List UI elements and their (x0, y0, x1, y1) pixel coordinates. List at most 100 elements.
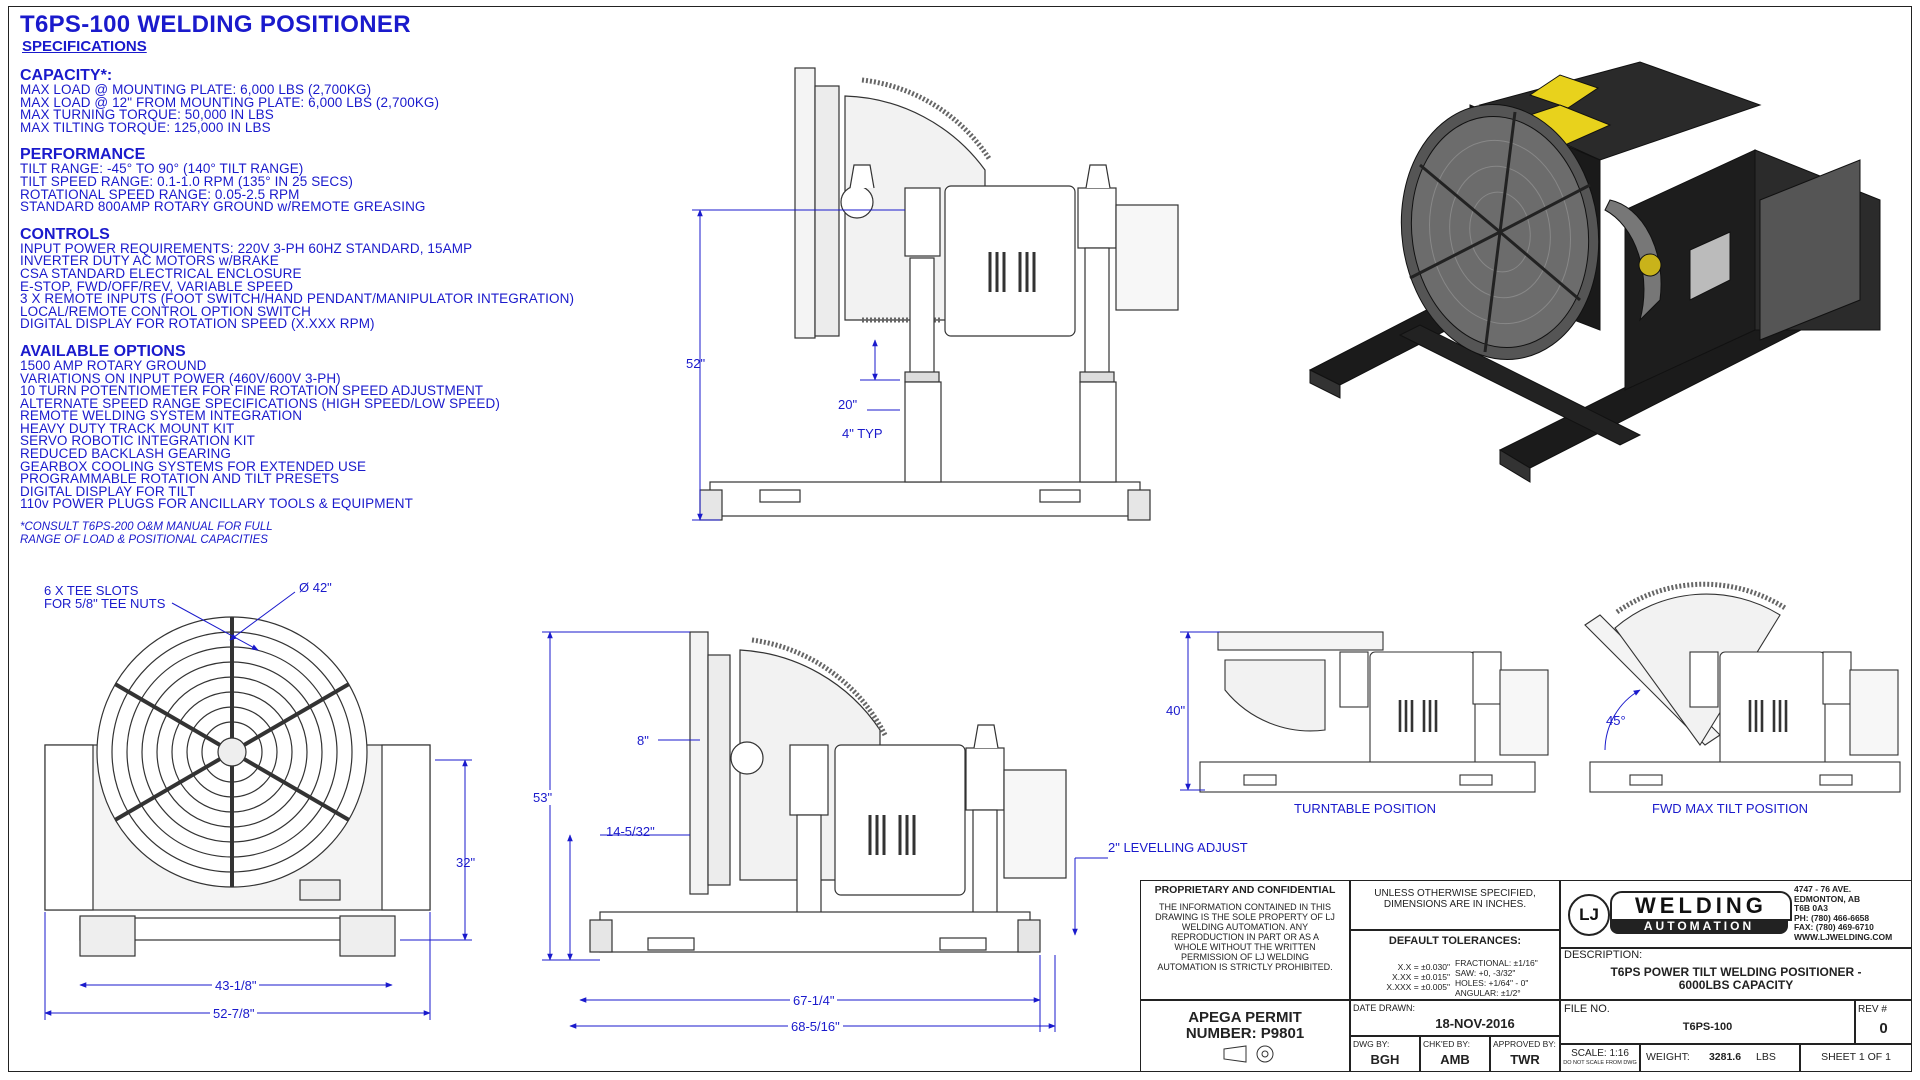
spec-line: PROGRAMMABLE ROTATION AND TILT PRESETS (20, 471, 340, 487)
spec-line: INVERTER DUTY AC MOTORS w/BRAKE (20, 253, 279, 269)
spec-line: LOCAL/REMOTE CONTROL OPTION SWITCH (20, 303, 311, 319)
dim-8: 8" (637, 733, 649, 748)
spec-line: VARIATIONS ON INPUT POWER (460V/600V 3-P… (20, 370, 341, 386)
apega-permit: APEGA PERMIT NUMBER: P9801 (1185, 1009, 1305, 1042)
side-view-bottom (589, 631, 1067, 953)
projection-symbol (1223, 1045, 1274, 1063)
turntable-position-label: TURNTABLE POSITION (1294, 801, 1437, 816)
capacity-note: *CONSULT T6PS-200 O&M MANUAL FOR FULL RA… (20, 521, 273, 546)
proprietary-text: THE INFORMATION CONTAINED IN THIS DRAWIN… (1155, 902, 1335, 972)
dim-20: 20" (838, 397, 858, 412)
logo-box (1560, 880, 1912, 948)
description-box (1560, 948, 1912, 1000)
sheet: SHEET 1 OF 1 (1821, 1051, 1891, 1063)
spec-section-heading: AVAILABLE OPTIONS (20, 342, 186, 360)
chk-label: CHK'ED BY: (1423, 1039, 1470, 1049)
do-not-scale: DO NOT SCALE FROM DWG (1563, 1060, 1637, 1066)
spec-line: DIGITAL DISPLAY FOR ROTATION SPEED (X.XX… (20, 316, 375, 332)
description: T6PS POWER TILT WELDING POSITIONER - 600… (1610, 965, 1862, 992)
spec-line: MAX LOAD @ 12" FROM MOUNTING PLATE: 6,00… (20, 94, 440, 110)
spec-line: 10 TURN POTENTIOMETER FOR FINE ROTATION … (20, 383, 484, 399)
isometric-render (1308, 61, 1881, 483)
dim-dia-42: Ø 42" (299, 580, 332, 595)
spec-line: MAX LOAD @ MOUNTING PLATE: 6,000 LBS (2,… (20, 82, 372, 97)
dimensions-front (44, 591, 472, 1020)
weight: 3281.6 (1708, 1051, 1742, 1063)
appr-label: APPROVED BY: (1493, 1039, 1556, 1049)
rev: 0 (1879, 1020, 1888, 1037)
title-block: PROPRIETARY AND CONFIDENTIAL THE INFORMA… (1140, 880, 1912, 1072)
drawing-frame (8, 6, 1912, 1072)
specifications-panel: T6PS-100 WELDING POSITIONER SPECIFICATIO… (20, 12, 680, 546)
weight-label: WEIGHT: (1646, 1051, 1690, 1063)
tolerance-fractional: FRACTIONAL: ±1/16" SAW: +0, -3/32" HOLES… (1455, 958, 1538, 998)
scale: SCALE: 1:16 (1571, 1048, 1629, 1059)
spec-line: 110v POWER PLUGS FOR ANCILLARY TOOLS & E… (20, 496, 413, 512)
spec-line: REMOTE WELDING SYSTEM INTEGRATION (20, 408, 303, 424)
spec-line: TILT SPEED RANGE: 0.1-1.0 RPM (135° IN 2… (20, 173, 353, 189)
dim-52: 52" (686, 356, 706, 371)
default-tolerances-heading: DEFAULT TOLERANCES: (1388, 935, 1522, 947)
logo-welding: WELDING (1610, 891, 1792, 921)
proprietary-heading: PROPRIETARY AND CONFIDENTIAL (1154, 884, 1336, 896)
sheet-box (1800, 1044, 1912, 1072)
tolerance-decimal: X.X = ±0.030" X.XX = ±0.015" X.XXX = ±0.… (1386, 962, 1450, 992)
dimensions-tilt (1604, 689, 1641, 751)
spec-sections: CAPACITY*:MAX LOAD @ MOUNTING PLATE: 6,0… (20, 67, 680, 511)
spec-line: INPUT POWER REQUIREMENTS: 220V 3-PH 60HZ… (20, 240, 473, 256)
spec-line: DIGITAL DISPLAY FOR TILT (20, 483, 196, 499)
checked-by: AMB (1440, 1052, 1470, 1067)
description-label: DESCRIPTION: (1564, 949, 1643, 961)
scale-box (1560, 1044, 1640, 1072)
date-drawn-label: DATE DRAWN: (1353, 1003, 1415, 1013)
weight-box (1640, 1044, 1800, 1072)
dimensions-top-side (692, 209, 905, 521)
approved-by: TWR (1510, 1052, 1540, 1067)
dim-68-5-16: 68-5/16" (788, 1019, 843, 1034)
spec-line: REDUCED BACKLASH GEARING (20, 446, 231, 462)
date-drawn: 18-NOV-2016 (1435, 1016, 1515, 1031)
spec-section-heading: CONTROLS (20, 225, 110, 243)
fwd-max-tilt-view (1584, 581, 1901, 793)
lj-logo: LJ (1568, 894, 1610, 936)
spec-line: SERVO ROBOTIC INTEGRATION KIT (20, 433, 255, 449)
weight-unit: LBS (1756, 1051, 1776, 1063)
file-no-box (1560, 1000, 1855, 1044)
date-box (1350, 1000, 1560, 1036)
spec-line: MAX TURNING TORQUE: 50,000 IN LBS (20, 107, 274, 123)
spec-line: HEAVY DUTY TRACK MOUNT KIT (20, 420, 235, 436)
unless-box (1350, 880, 1560, 930)
dim-43: 43-1/8" (212, 978, 260, 993)
side-view-top (699, 67, 1179, 521)
spec-line: STANDARD 800AMP ROTARY GROUND w/REMOTE G… (20, 199, 426, 215)
turntable-position-view (1199, 631, 1549, 793)
specifications-heading: SPECIFICATIONS (22, 38, 147, 55)
dim-67-1-4: 67-1/4" (790, 993, 838, 1008)
dim-53: 53" (533, 790, 553, 805)
spec-line: ALTERNATE SPEED RANGE SPECIFICATIONS (HI… (20, 395, 500, 411)
appr-box (1490, 1036, 1560, 1072)
rev-label: REV # (1858, 1004, 1887, 1015)
dim-14-5-32: 14-5/32" (606, 824, 655, 839)
dim-52-7-8: 52-7/8" (210, 1006, 258, 1021)
spec-line: 3 X REMOTE INPUTS (FOOT SWITCH/HAND PEND… (20, 291, 575, 307)
dwg-by-label: DWG BY: (1353, 1039, 1390, 1049)
logo-automation: AUTOMATION (1610, 919, 1788, 934)
spec-line: E-STOP, FWD/OFF/REV, VARIABLE SPEED (20, 278, 294, 294)
spec-line: MAX TILTING TORQUE: 125,000 IN LBS (20, 119, 271, 135)
spec-line: GEARBOX COOLING SYSTEMS FOR EXTENDED USE (20, 458, 367, 474)
tee-slot-note: 6 X TEE SLOTS FOR 5/8" TEE NUTS (44, 583, 166, 611)
file-no: T6PS-100 (1682, 1021, 1733, 1033)
fwd-max-tilt-label: FWD MAX TILT POSITION (1652, 801, 1809, 816)
dim-45-deg: 45° (1606, 713, 1626, 728)
dimensions-turntable (1180, 631, 1220, 791)
proprietary-box (1140, 880, 1350, 1000)
levelling-adjust-label: 2" LEVELLING ADJUST (1108, 840, 1248, 855)
front-view (44, 616, 431, 957)
dim-32: 32" (456, 855, 476, 870)
dim-40: 40" (1166, 703, 1186, 718)
file-no-label: FILE NO. (1564, 1003, 1610, 1015)
dwg-by: BGH (1370, 1052, 1400, 1067)
